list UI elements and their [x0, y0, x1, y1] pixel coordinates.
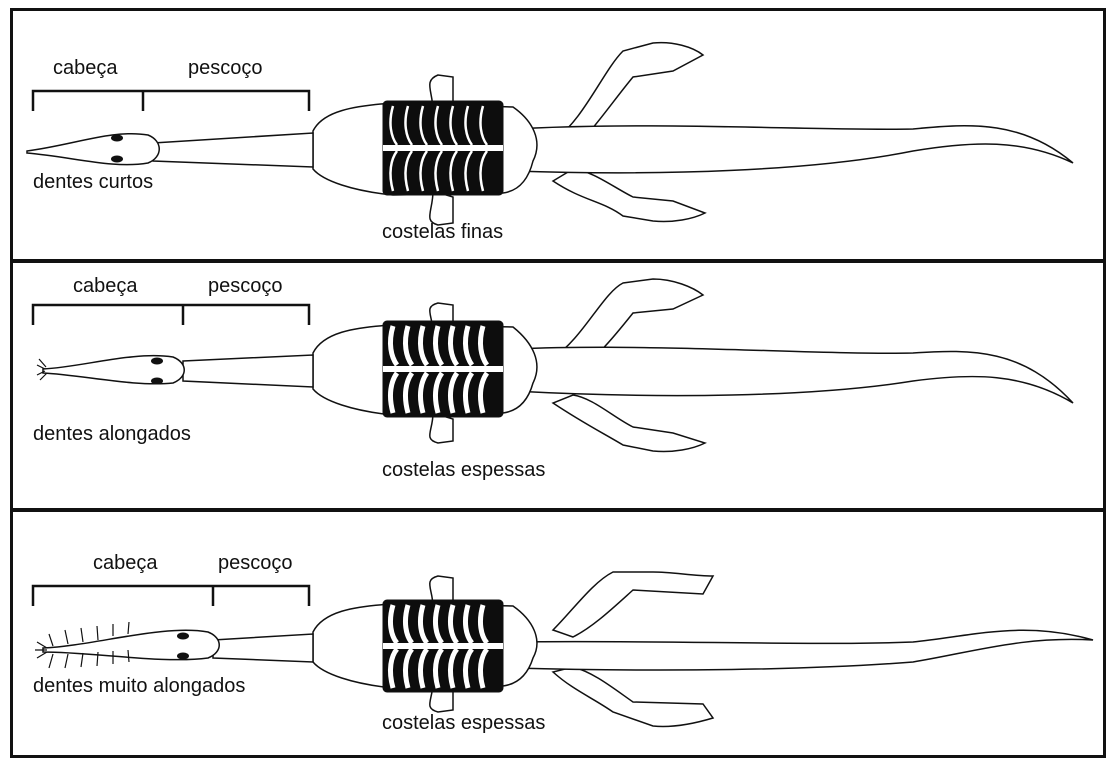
ribs-label: costelas finas [382, 221, 503, 244]
neck-label: pescoço [218, 552, 293, 575]
animal-body [27, 43, 1073, 225]
reptile-skeleton-drawing [13, 512, 1106, 758]
reptile-skeleton-drawing [13, 263, 1106, 511]
ribs-label: costelas espessas [382, 459, 545, 482]
head-neck-bracket [33, 305, 309, 325]
panel-very-elongated-teeth: cabeça pescoço dentes muito alongados co… [10, 509, 1106, 758]
reptile-skeleton-drawing [13, 11, 1106, 262]
animal-body [43, 572, 1093, 727]
neck-label: pescoço [208, 275, 283, 298]
panel-short-teeth: cabeça pescoço dentes curtos costelas fi… [10, 8, 1106, 262]
ribs-label: costelas espessas [382, 712, 545, 735]
panel-elongated-teeth: cabeça pescoço dentes alongados costelas… [10, 260, 1106, 511]
teeth-label: dentes curtos [33, 171, 153, 194]
teeth-label: dentes alongados [33, 423, 191, 446]
ribcage [383, 600, 503, 692]
ribcage [383, 321, 503, 417]
head-neck-bracket [33, 586, 309, 606]
head-label: cabeça [53, 57, 118, 80]
neck-label: pescoço [188, 57, 263, 80]
teeth-label: dentes muito alongados [33, 675, 245, 698]
ribcage [383, 101, 503, 195]
head-label: cabeça [93, 552, 158, 575]
head-neck-bracket [33, 91, 309, 111]
head-label: cabeça [73, 275, 138, 298]
